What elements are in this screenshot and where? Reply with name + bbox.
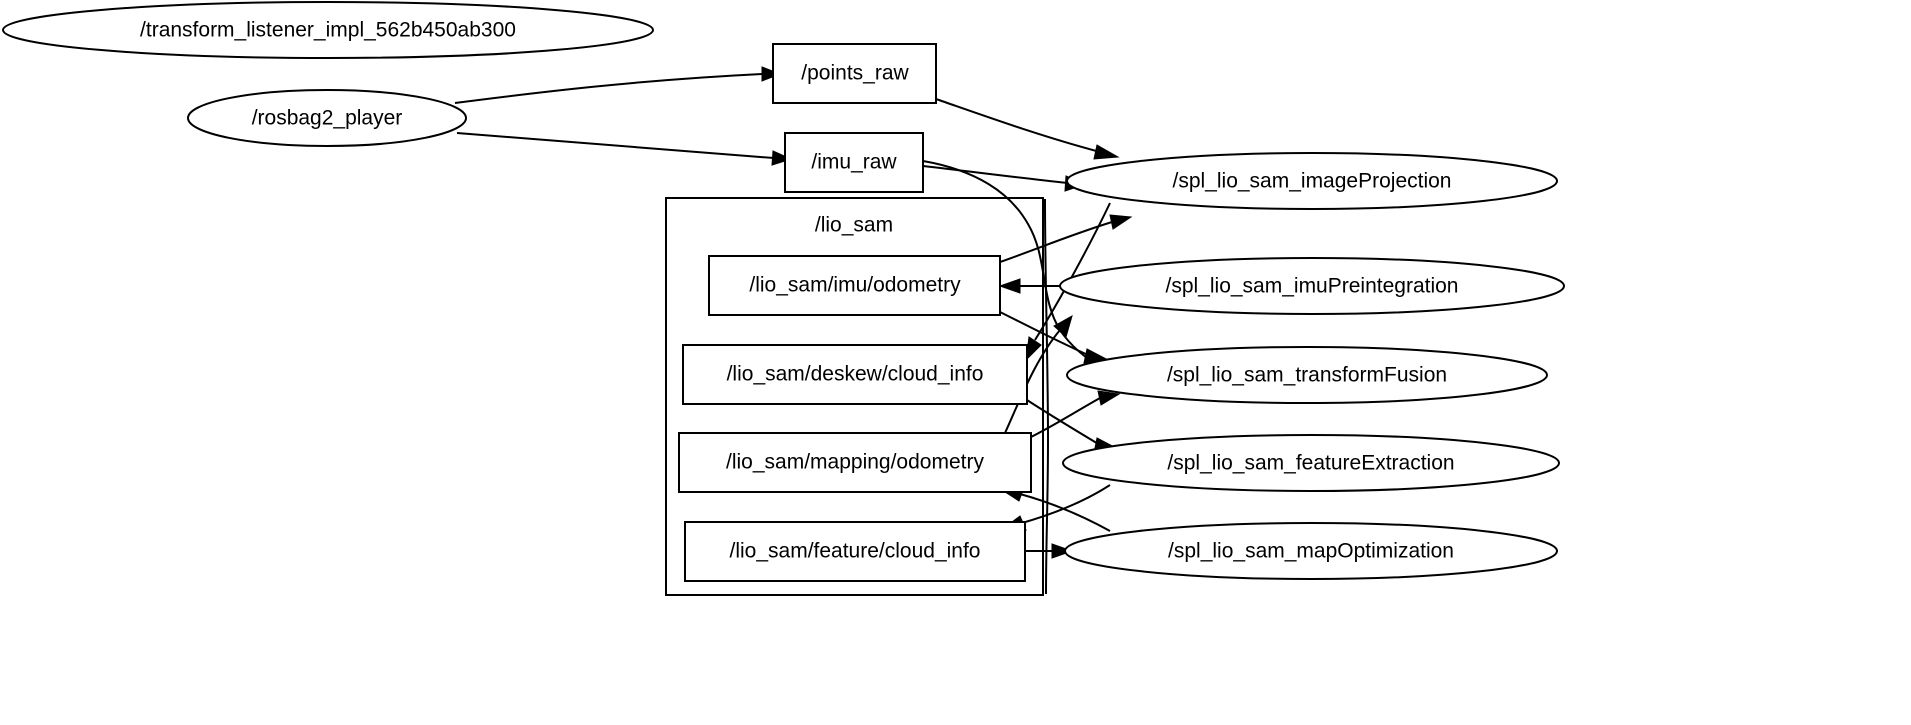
node-layer: /transform_listener_impl_562b450ab300 /r… xyxy=(2,1,1565,582)
node-spl-lio-sam-map-optimization-shape[interactable] xyxy=(1064,522,1558,580)
edge-rosbag2-player-to-points-raw xyxy=(454,66,782,104)
node-imu-raw-label: /imu_raw xyxy=(811,151,897,174)
node-imu-raw-shape[interactable] xyxy=(784,132,924,193)
node-lio-sam-deskew-cloud-info-shape[interactable] xyxy=(682,344,1028,405)
node-transform-listener-impl[interactable]: /transform_listener_impl_562b450ab300 xyxy=(2,1,654,59)
node-spl-lio-sam-imu-preintegration[interactable]: /spl_lio_sam_imuPreintegration xyxy=(1059,257,1565,315)
edge-lio-sam-deskew-cloud-info-to-feature-extraction xyxy=(1026,399,1120,454)
node-rosbag2-player-label: /rosbag2_player xyxy=(252,107,403,130)
node-rosbag2-player[interactable]: /rosbag2_player xyxy=(187,89,467,147)
node-spl-lio-sam-transform-fusion-shape[interactable] xyxy=(1066,346,1548,404)
node-lio-sam-deskew-cloud-info[interactable]: /lio_sam/deskew/cloud_info xyxy=(682,344,1028,405)
node-rosbag2-player-shape[interactable] xyxy=(187,89,467,147)
node-points-raw-label: /points_raw xyxy=(801,62,909,85)
node-spl-lio-sam-feature-extraction[interactable]: /spl_lio_sam_featureExtraction xyxy=(1062,434,1560,492)
node-lio-sam-deskew-cloud-info-label: /lio_sam/deskew/cloud_info xyxy=(727,363,984,386)
edge-rosbag2-player-to-imu-raw xyxy=(456,132,793,166)
node-lio-sam-feature-cloud-info-label: /lio_sam/feature/cloud_info xyxy=(730,540,981,563)
edge-imu-raw-to-image-projection xyxy=(922,165,1088,192)
edge-lio-sam-mapping-odometry-to-imu-preintegration xyxy=(1004,314,1073,434)
node-spl-lio-sam-imu-preintegration-label: /spl_lio_sam_imuPreintegration xyxy=(1166,275,1459,298)
node-spl-lio-sam-image-projection-label: /spl_lio_sam_imageProjection xyxy=(1173,170,1452,193)
node-lio-sam-mapping-odometry-label: /lio_sam/mapping/odometry xyxy=(726,451,984,474)
node-lio-sam-mapping-odometry[interactable]: /lio_sam/mapping/odometry xyxy=(678,432,1032,493)
edge-lio-sam-mapping-odometry-to-transform-fusion xyxy=(1030,390,1121,438)
node-lio-sam-imu-odometry-label: /lio_sam/imu/odometry xyxy=(749,274,961,297)
cluster-lio-sam-label: /lio_sam xyxy=(815,214,893,237)
edge-lio-sam-feature-cloud-info-to-map-optimization xyxy=(1025,543,1074,559)
node-points-raw[interactable]: /points_raw xyxy=(772,43,937,104)
edge-points-raw-to-image-projection xyxy=(935,98,1120,160)
node-spl-lio-sam-transform-fusion[interactable]: /spl_lio_sam_transformFusion xyxy=(1066,346,1548,404)
node-transform-listener-impl-shape[interactable] xyxy=(2,1,654,59)
node-spl-lio-sam-transform-fusion-label: /spl_lio_sam_transformFusion xyxy=(1167,364,1447,387)
node-lio-sam-feature-cloud-info[interactable]: /lio_sam/feature/cloud_info xyxy=(684,521,1026,582)
node-spl-lio-sam-imu-preintegration-shape[interactable] xyxy=(1059,257,1565,315)
cluster-lio-sam: /lio_sam xyxy=(665,197,1044,596)
edge-imu-preintegration-to-lio-sam-imu-odometry xyxy=(998,278,1062,294)
node-points-raw-shape[interactable] xyxy=(772,43,937,104)
node-lio-sam-feature-cloud-info-shape[interactable] xyxy=(684,521,1026,582)
cluster-lio-sam-border xyxy=(665,197,1044,596)
node-spl-lio-sam-feature-extraction-label: /spl_lio_sam_featureExtraction xyxy=(1167,452,1454,475)
node-imu-raw[interactable]: /imu_raw xyxy=(784,132,924,193)
edge-imu-raw-to-imu-preintegration-alt xyxy=(1044,198,1050,595)
edge-lio-sam-imu-odometry-to-image-projection xyxy=(999,214,1133,263)
node-spl-lio-sam-feature-extraction-shape[interactable] xyxy=(1062,434,1560,492)
node-lio-sam-imu-odometry[interactable]: /lio_sam/imu/odometry xyxy=(708,255,1001,316)
node-spl-lio-sam-map-optimization-label: /spl_lio_sam_mapOptimization xyxy=(1168,540,1454,563)
node-spl-lio-sam-image-projection-shape[interactable] xyxy=(1066,152,1558,210)
node-spl-lio-sam-image-projection[interactable]: /spl_lio_sam_imageProjection xyxy=(1066,152,1558,210)
node-spl-lio-sam-map-optimization[interactable]: /spl_lio_sam_mapOptimization xyxy=(1064,522,1558,580)
node-lio-sam-mapping-odometry-shape[interactable] xyxy=(678,432,1032,493)
node-transform-listener-impl-label: /transform_listener_impl_562b450ab300 xyxy=(140,19,516,42)
node-lio-sam-imu-odometry-shape[interactable] xyxy=(708,255,1001,316)
